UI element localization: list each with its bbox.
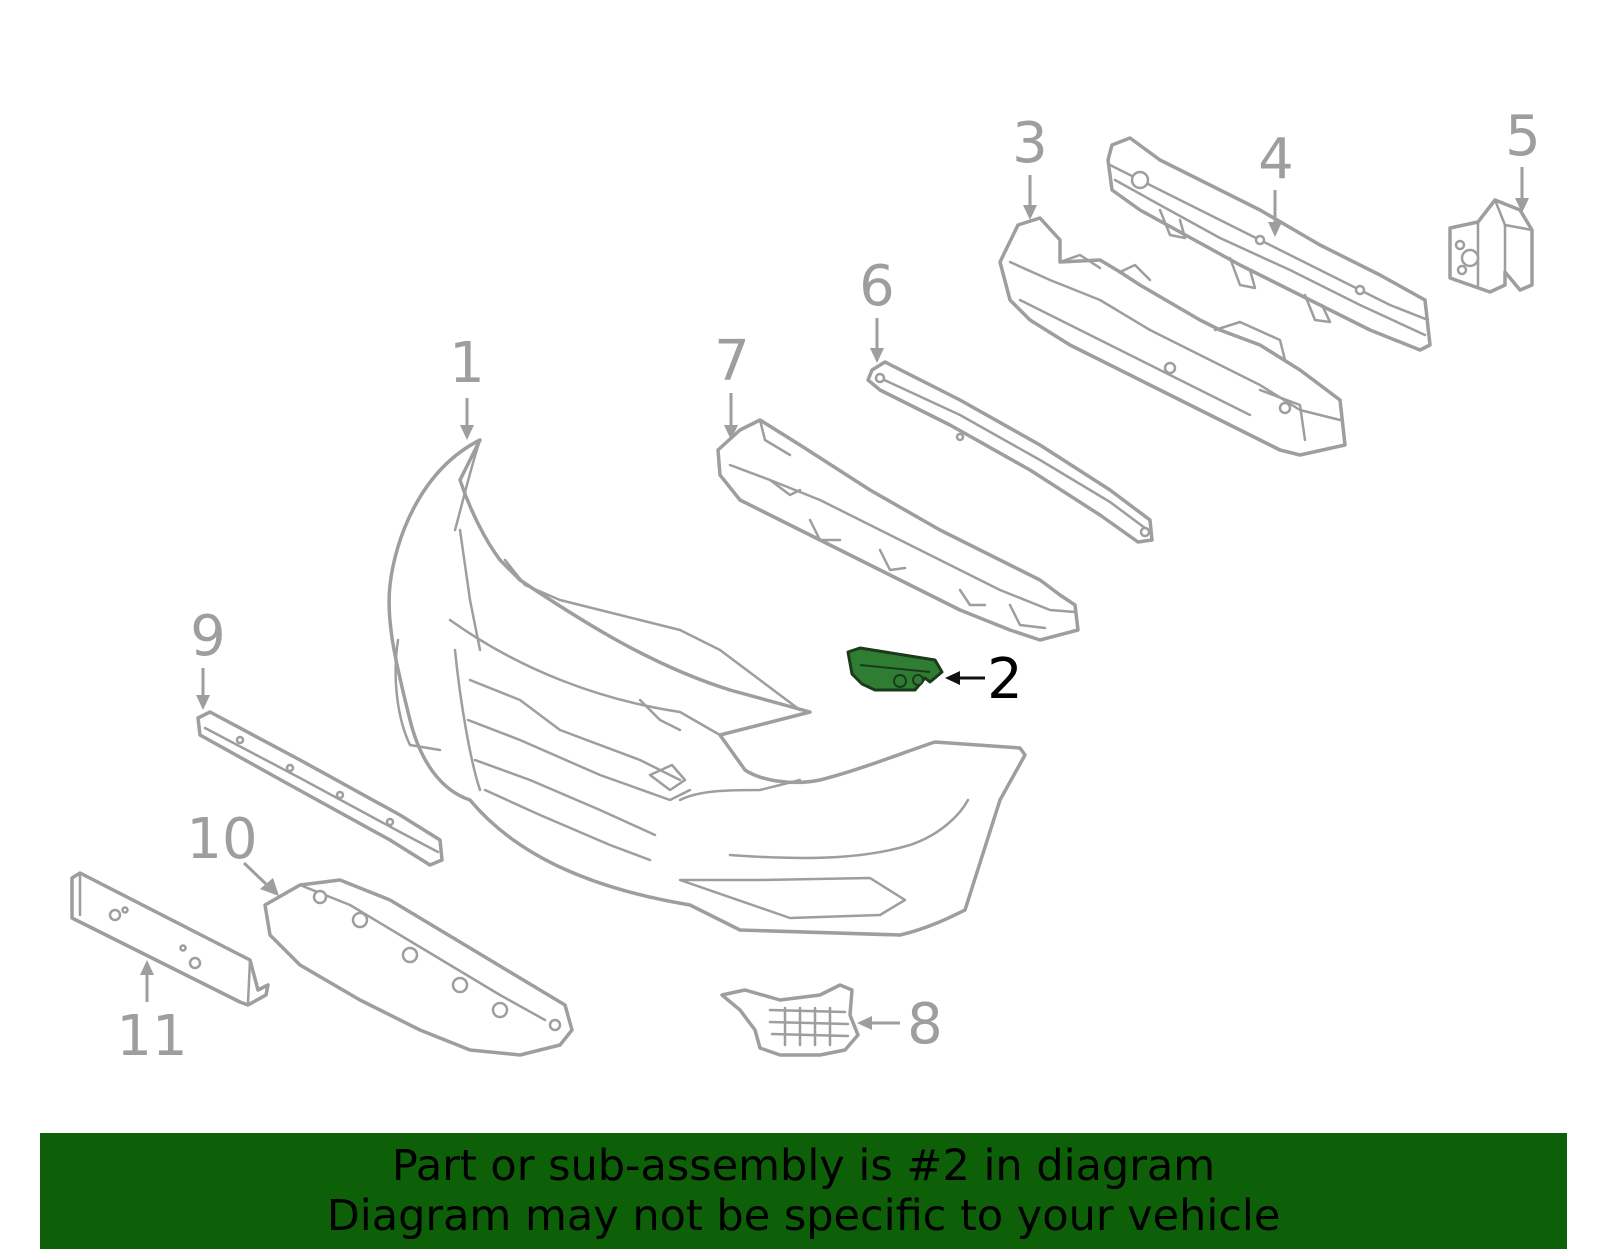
part-3-energy-absorber[interactable] (998, 216, 1347, 457)
part-10-lower-deflector[interactable] (263, 878, 574, 1057)
callout-1[interactable]: 1 (449, 331, 485, 396)
callout-5[interactable]: 5 (1505, 104, 1541, 169)
leader-lines (140, 167, 1529, 1030)
info-banner: Part or sub-assembly is #2 in diagram Di… (40, 1133, 1567, 1249)
callout-11[interactable]: 11 (116, 1004, 187, 1069)
part-1-bumper-cover[interactable] (387, 438, 1027, 937)
parts-diagram: 1 2 3 4 5 6 7 8 9 10 11 (70, 104, 1541, 1069)
part-11-license-bracket[interactable] (70, 871, 270, 1007)
callout-2[interactable]: 2 (987, 647, 1023, 712)
banner-line-1: Part or sub-assembly is #2 in diagram (391, 1141, 1216, 1191)
part-5-mounting-bracket[interactable] (1448, 198, 1534, 294)
callout-labels: 1 2 3 4 5 6 7 8 9 10 11 (116, 104, 1540, 1069)
callout-4[interactable]: 4 (1258, 127, 1294, 192)
part-4-reinforcement-bar[interactable] (1106, 136, 1432, 352)
callout-7[interactable]: 7 (714, 329, 750, 394)
callout-10[interactable]: 10 (186, 807, 257, 872)
part-7-lower-absorber[interactable] (716, 418, 1080, 642)
part-9-molding-strip[interactable] (196, 710, 444, 867)
callout-3[interactable]: 3 (1012, 111, 1048, 176)
part-8-fog-lamp-grille[interactable] (720, 983, 860, 1057)
part-2-bumper-bracket[interactable] (846, 646, 944, 692)
part-6-upper-retainer[interactable] (866, 360, 1154, 544)
callout-9[interactable]: 9 (190, 604, 226, 669)
banner-line-2: Diagram may not be specific to your vehi… (326, 1191, 1281, 1241)
callout-6[interactable]: 6 (859, 254, 895, 319)
callout-8[interactable]: 8 (907, 992, 943, 1057)
